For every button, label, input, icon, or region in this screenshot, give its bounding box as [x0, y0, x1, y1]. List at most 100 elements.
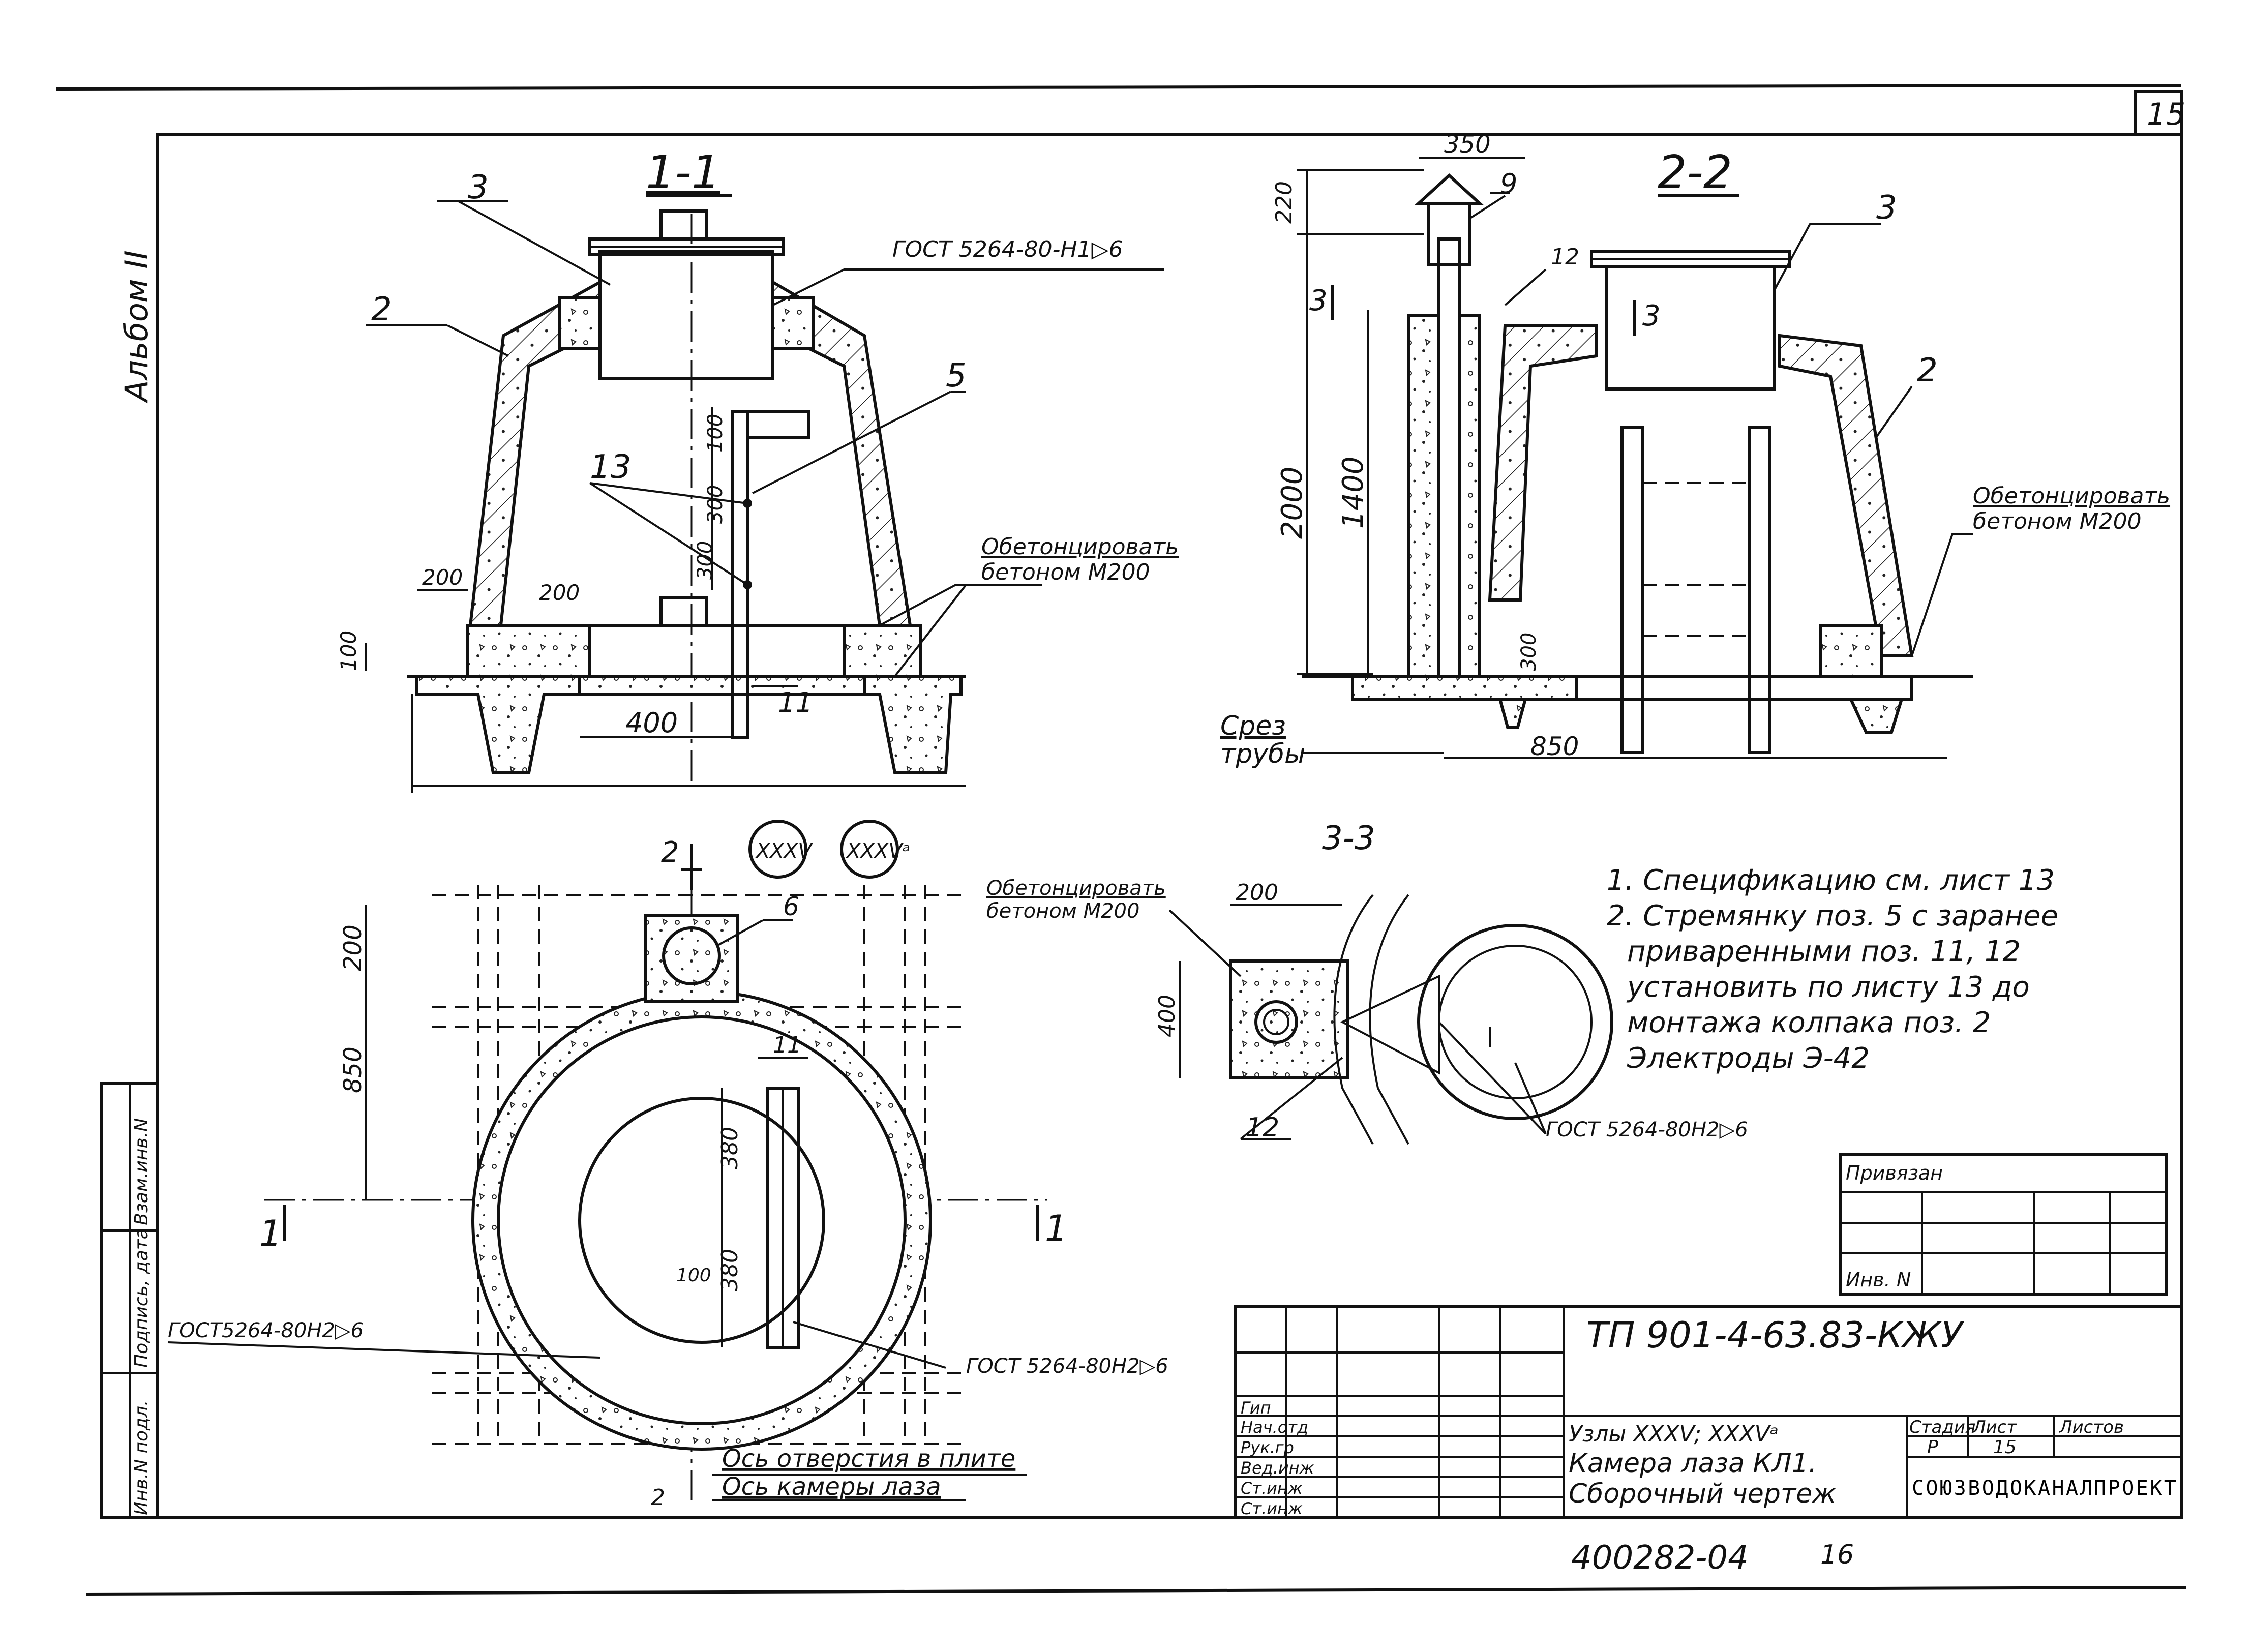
s33-dim-400: 400 — [1154, 995, 1180, 1037]
pos-2-label: 2 — [371, 291, 392, 328]
role-6: Ст.инж — [1241, 1499, 1303, 1518]
pos-3-label: 3 — [468, 169, 489, 206]
pos-11-label-plan: 11 — [773, 1032, 801, 1058]
cut-1-left: 1 — [259, 1213, 282, 1254]
doc-code: ТП 901-4-63.83-КЖУ — [1586, 1314, 1965, 1356]
base-block-left — [466, 624, 591, 678]
pos-2-label-22: 2 — [1917, 352, 1938, 389]
pos-13-label-22: 12 — [1551, 244, 1579, 270]
plan-dim-100: 100 — [676, 1265, 711, 1286]
vent-pipe-plan — [662, 926, 721, 985]
dim-1400: 1400 — [1337, 456, 1370, 529]
pos-12-label: 13 — [590, 448, 631, 486]
cut-3-right: 3 — [1642, 299, 1661, 333]
block-33 — [1229, 959, 1349, 1079]
stamp-repl: Взам.инв.N — [131, 1118, 152, 1225]
binding-title: Привязан — [1846, 1162, 1943, 1184]
base-block-right — [843, 624, 922, 678]
title-block: ТП 901-4-63.83-КЖУ Узлы XXXV; XXXVᵃ Каме… — [1234, 1305, 2183, 1519]
desc-2: Камера лаза КЛ1. — [1569, 1448, 1817, 1479]
dim-200b: 200 — [539, 580, 580, 605]
bottom-border-line — [86, 1586, 2187, 1596]
role-3: Рук.гр — [1241, 1438, 1294, 1457]
gost-top: ГОСТ 5264-80-Н1▷6 — [892, 236, 1123, 262]
pos-6-label: 9 — [1500, 168, 1517, 200]
dim-850: 850 — [1530, 732, 1579, 761]
cut-1-right: 1 — [1045, 1208, 1068, 1249]
footer-num: 16 — [1820, 1540, 1854, 1570]
drawing-frame — [156, 133, 2183, 1519]
node-circle-2 — [840, 820, 899, 879]
section-1-1: 1-1 — [336, 146, 1179, 793]
concrete-note-3: Обетонцировать — [986, 877, 1166, 900]
pos-11-label: 11 — [778, 686, 813, 718]
pos-5-label: 5 — [946, 357, 967, 395]
gost-left: ГОСТ5264-80Н2▷6 — [168, 1319, 364, 1342]
vent-pipe — [1437, 237, 1461, 678]
node-2-label: XXXVᵃ — [846, 839, 910, 863]
cut-2-top: 2 — [661, 836, 679, 869]
vent-cap — [1415, 173, 1484, 205]
stamp-sign: Подпись, дата — [131, 1228, 152, 1368]
section-3-3: 3-3 200 400 Обетонцировать бетоном М200 … — [986, 820, 1748, 1145]
concrete-note-1b: бетоном М200 — [981, 559, 1150, 585]
node-1-label: XXXV — [755, 839, 813, 863]
section-3-3-title: 3-3 — [1322, 820, 1375, 857]
binding-box: Привязан Инв. N — [1839, 1153, 2168, 1296]
axis-note-2: Ось камеры лаза — [722, 1473, 941, 1501]
cut-3-left: 3 — [1309, 284, 1328, 317]
desc-1: Узлы XXXV; XXXVᵃ — [1569, 1421, 1779, 1447]
dim-2000: 2000 — [1276, 466, 1309, 539]
plan-dim-200: 200 — [339, 924, 367, 971]
dim-300c: 300 — [1517, 633, 1541, 671]
concrete-note-2: Обетонцировать — [1973, 483, 2170, 509]
axis-note-1: Ось отверстия в плите — [722, 1445, 1015, 1473]
dim-300a: 300 — [704, 485, 727, 524]
note-line-3: приваренными поз. 11, 12 — [1627, 935, 2021, 968]
gost-center: ГОСТ 5264-80Н2▷6 — [966, 1355, 1168, 1378]
general-notes: 1. Спецификацию см. лист 13 2. Стремянку… — [1607, 864, 2058, 1075]
top-border-line — [55, 84, 2182, 91]
cone-wall-right-22 — [1778, 334, 1914, 657]
pos-13-label-33: 12 — [1246, 1113, 1279, 1143]
role-2: Нач.отд — [1241, 1418, 1308, 1437]
section-1-1-title: 1-1 — [646, 146, 720, 199]
dim-200a: 200 — [422, 565, 463, 590]
pos-3-label-22: 3 — [1876, 189, 1897, 227]
pos-9-label: 6 — [783, 892, 799, 921]
dim-300b: 300 — [694, 541, 717, 580]
binding-inv: Инв. N — [1846, 1269, 1911, 1291]
pipe-cut-1: Срез — [1220, 711, 1286, 741]
page-number-box — [2134, 90, 2183, 136]
pipe-cut-2: трубы — [1220, 739, 1305, 769]
sheets-header: Листов — [2058, 1417, 2124, 1437]
concrete-note-1: Обетонцировать — [981, 534, 1179, 560]
dim-100-top: 100 — [704, 414, 727, 453]
plan-view: XXXV XXXVᵃ 2 2 1 1 6 — [167, 820, 1168, 1511]
vent-block — [644, 914, 739, 1003]
note-line-5: монтажа колпака поз. 2 — [1627, 1006, 1991, 1039]
stage-value: Р — [1927, 1437, 1938, 1458]
note-line-2: 2. Стремянку поз. 5 с заранее — [1607, 899, 2058, 933]
note-line-4: установить по листу 13 до — [1626, 971, 2030, 1004]
plan-dim-380a: 380 — [717, 1127, 743, 1169]
note-line-1: 1. Спецификацию см. лист 13 — [1607, 864, 2055, 897]
stage-header: Стадия — [1909, 1417, 1975, 1437]
role-5: Ст.инж — [1241, 1479, 1303, 1498]
note-line-6: Электроды Э-42 — [1627, 1042, 1870, 1075]
section-2-2: 2-2 220 2000 1400 350 9 — [1220, 130, 2170, 769]
stamp-inv: Инв.N подл. — [131, 1400, 152, 1515]
gost-33: ГОСТ 5264-80Н2▷6 — [1546, 1118, 1748, 1142]
hatch-opening — [578, 1097, 825, 1344]
hatch-neck — [598, 250, 774, 380]
dim-220: 220 — [1271, 181, 1297, 224]
slab-right — [863, 675, 963, 774]
org-name: СОЮЗВОДОКАНАЛПРОЕКТ — [1912, 1477, 2176, 1500]
desc-3: Сборочный чертеж — [1569, 1479, 1836, 1509]
page-number: 15 — [2147, 97, 2185, 132]
sheet-value: 15 — [1993, 1437, 2017, 1458]
node-circle-1 — [748, 820, 807, 879]
role-1: Гип — [1241, 1398, 1271, 1418]
album-label: Альбом II — [118, 250, 155, 404]
